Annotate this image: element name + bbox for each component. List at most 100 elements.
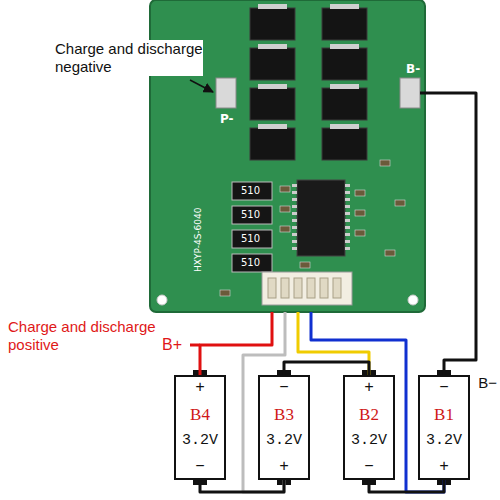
- mosfet: [250, 8, 295, 40]
- smd-part: [385, 250, 395, 256]
- mosfet: [322, 88, 367, 120]
- cell-voltage: 3.2V: [182, 433, 218, 449]
- terminal-sign: −: [195, 459, 205, 475]
- mosfet-tab: [258, 124, 287, 129]
- terminal-sign: +: [364, 380, 374, 396]
- ic-pin: [345, 226, 350, 229]
- ic-pins: [292, 184, 350, 250]
- smd-part: [300, 262, 310, 268]
- wire: [284, 362, 369, 375]
- smd-part: [355, 230, 365, 236]
- mosfet: [322, 48, 367, 80]
- cell-name: B4: [190, 406, 210, 424]
- bms-ic: [297, 180, 345, 256]
- mosfet-tab: [330, 84, 359, 89]
- cell-name: B1: [434, 406, 454, 424]
- resistor: [232, 254, 272, 272]
- resistor: [232, 230, 272, 248]
- resistor: [232, 206, 272, 224]
- cell-name: B3: [274, 406, 294, 424]
- ic-pin: [345, 240, 350, 243]
- smd-part: [280, 206, 290, 212]
- cell-voltage: 3.2V: [426, 433, 462, 449]
- b-minus-pad: [400, 78, 420, 108]
- smd-part: [280, 186, 290, 192]
- ic-pin: [345, 198, 350, 201]
- terminal-sign: −: [279, 380, 289, 396]
- resistor-group: [232, 182, 272, 272]
- wire: [298, 312, 369, 375]
- callout-text: Charge and discharge positive: [8, 318, 158, 354]
- ic-pin: [292, 198, 297, 201]
- mosfet: [250, 128, 295, 160]
- callout-text: Charge and discharge negative: [55, 40, 203, 76]
- battery-cell: −B33.2V+: [258, 375, 310, 480]
- mounting-hole: [408, 295, 418, 305]
- ic-pin: [292, 205, 297, 208]
- terminal-sign: −: [364, 459, 374, 475]
- smd-part: [395, 200, 405, 206]
- mosfet: [322, 8, 367, 40]
- mosfet: [250, 88, 295, 120]
- wire: [200, 480, 284, 492]
- mosfet-tab: [330, 4, 359, 9]
- mosfet: [322, 128, 367, 160]
- terminal-label: B+: [162, 336, 182, 354]
- wire-stub: [420, 92, 425, 95]
- balance-connector: [262, 272, 352, 305]
- cell-voltage: 3.2V: [351, 433, 387, 449]
- board-model: HXYP-4S-6040: [192, 208, 204, 273]
- resistor-code: 510: [241, 209, 260, 221]
- ic-pin: [345, 191, 350, 194]
- smd-part: [280, 226, 290, 232]
- pad-label: B-: [406, 62, 420, 76]
- battery-cell: −B13.2V+: [418, 375, 470, 480]
- ic-pin: [345, 205, 350, 208]
- resistor-code: 510: [241, 233, 260, 245]
- connector-pin: [307, 278, 315, 298]
- ic-pin: [345, 184, 350, 187]
- battery-cell: + B4 3.2V −: [174, 375, 226, 480]
- connector-pin: [294, 278, 302, 298]
- ic-pin: [345, 219, 350, 222]
- smd-part: [220, 290, 230, 296]
- mosfet-tab: [258, 84, 287, 89]
- ic-pin: [292, 233, 297, 236]
- mosfet-tab: [258, 4, 287, 9]
- ic-pin: [292, 184, 297, 187]
- connector-pin: [268, 278, 276, 298]
- terminal-label: B−: [478, 374, 497, 392]
- ic-pin: [292, 240, 297, 243]
- mounting-hole: [157, 295, 167, 305]
- wire: [200, 312, 272, 375]
- terminal-sign: +: [439, 459, 449, 475]
- smd-part: [355, 190, 365, 196]
- mosfet-tab: [330, 124, 359, 129]
- connector-pin: [281, 278, 289, 298]
- connector-pins: [268, 278, 341, 298]
- cell-voltage: 3.2V: [266, 433, 302, 449]
- resistor-code: 510: [241, 257, 260, 269]
- wire: [425, 93, 476, 375]
- resistor-code: 510: [241, 185, 260, 197]
- mosfet: [250, 48, 295, 80]
- pad-label: P-: [220, 112, 234, 126]
- smd-part: [355, 210, 365, 216]
- battery-cell: + B2 3.2V −: [343, 375, 395, 480]
- ic-pin: [292, 247, 297, 250]
- ic-pin: [345, 247, 350, 250]
- leader-line: [190, 80, 213, 92]
- mosfet-group: [250, 4, 367, 160]
- smd-part: [380, 160, 390, 166]
- mosfet-tab: [330, 44, 359, 49]
- p-minus-pad: [216, 78, 236, 108]
- connector-pin: [320, 278, 328, 298]
- cell-name: B2: [359, 406, 379, 424]
- terminal-sign: +: [195, 380, 205, 396]
- wire: [369, 480, 444, 492]
- connector-pin: [333, 278, 341, 298]
- mosfet-tab: [258, 44, 287, 49]
- ic-pin: [292, 219, 297, 222]
